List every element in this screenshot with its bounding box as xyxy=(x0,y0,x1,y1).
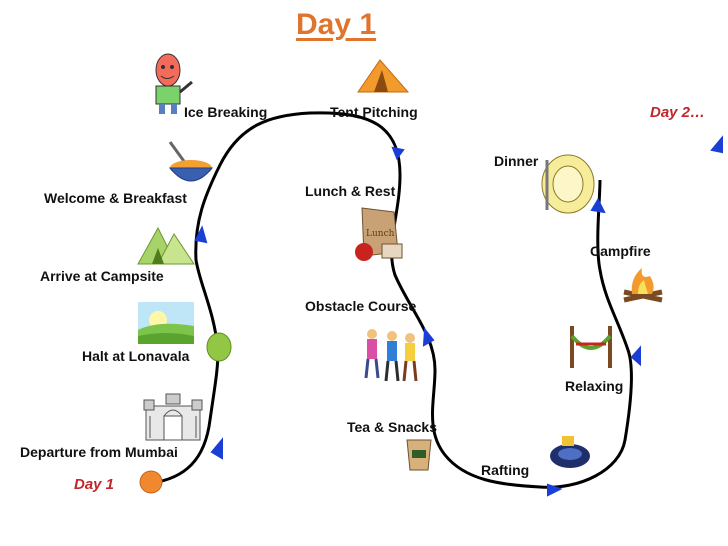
direction-arrow xyxy=(391,146,405,161)
monument-gateway-icon xyxy=(143,393,203,441)
label-tea: Tea & Snacks xyxy=(347,419,438,435)
label-departure: Departure from Mumbai xyxy=(20,444,178,460)
label-welcome: Welcome & Breakfast xyxy=(44,190,187,206)
tent-camp-icon xyxy=(137,226,195,265)
label-halt: Halt at Lonavala xyxy=(82,348,190,364)
direction-arrow xyxy=(210,437,223,460)
kids-playing-icon xyxy=(364,329,418,382)
label-obstacle: Obstacle Course xyxy=(305,298,417,314)
halt-dot xyxy=(206,332,232,362)
label-campfire: Campfire xyxy=(590,243,651,259)
label-arrive: Arrive at Campsite xyxy=(40,268,164,284)
label-tent-pitching: Tent Pitching xyxy=(330,104,418,120)
direction-arrow xyxy=(630,345,641,367)
label-dinner: Dinner xyxy=(494,153,539,169)
label-ice-breaking: Ice Breaking xyxy=(184,104,268,120)
direction-arrow xyxy=(590,197,606,214)
direction-arrow xyxy=(194,225,208,244)
direction-arrow xyxy=(422,327,435,347)
route-line xyxy=(151,111,633,489)
label-relaxing: Relaxing xyxy=(565,378,624,394)
svg-text:Lunch: Lunch xyxy=(366,229,395,239)
hammock-icon xyxy=(570,326,612,368)
tea-cup-icon xyxy=(406,439,432,471)
breakfast-bowl-icon xyxy=(168,141,214,182)
meadow-sunrise-icon xyxy=(138,302,194,344)
label-lunch: Lunch & Rest xyxy=(305,183,396,199)
label-rafting: Rafting xyxy=(481,462,530,478)
dinner-plate-icon xyxy=(541,154,595,214)
direction-arrow xyxy=(710,135,723,154)
orange-tent-icon xyxy=(357,59,410,93)
start-day-label: Day 1 xyxy=(74,476,115,493)
page-title: Day 1 xyxy=(296,8,377,41)
raft-gear-icon xyxy=(550,436,590,468)
next-day-label: Day 2… xyxy=(650,104,706,121)
smiling-boy-icon xyxy=(155,53,193,114)
start-dot xyxy=(139,470,163,494)
direction-arrow xyxy=(547,483,563,497)
campfire-icon xyxy=(623,268,663,303)
lunch-bag-icon: Lunch xyxy=(355,207,403,261)
